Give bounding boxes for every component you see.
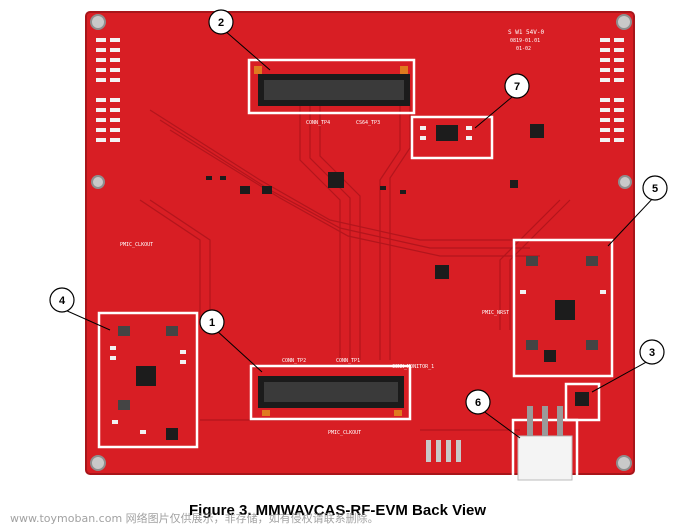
mounting-holes: [90, 14, 632, 471]
small-ic-highlight: [564, 382, 601, 422]
pin-header: [426, 440, 461, 462]
top-connector-highlight: [247, 58, 416, 115]
callout-1: 1: [199, 309, 225, 335]
left-component-column: [96, 38, 120, 142]
svg-text:2: 2: [218, 17, 224, 29]
ic-block-highlight: [410, 115, 494, 160]
callout-2: 2: [208, 9, 234, 35]
callout-5: 5: [642, 175, 668, 201]
silk-cs64-tp3: CS64_TP3: [356, 120, 380, 126]
right-pmic-highlight: [512, 238, 614, 378]
silk-conn-tp4: CONN_TP4: [306, 120, 330, 126]
silk-pmic-left: PMIC_CLKOUT: [120, 242, 153, 248]
board-date: 0819-01.01: [510, 38, 540, 44]
silk-pmic-mid: PMIC_NRST: [482, 310, 509, 316]
left-pmic-highlight: [97, 311, 199, 449]
callout-7: 7: [504, 73, 530, 99]
svg-text:3: 3: [649, 347, 655, 359]
silk-conn-monitor: CONN_MONITOR_1: [392, 364, 434, 370]
board-rev: 01-02: [516, 46, 531, 52]
callout-3: 3: [639, 339, 665, 365]
silk-conn-tp1: CONN_TP1: [336, 358, 360, 364]
silk-conn-tp2: CONN_TP2: [282, 358, 306, 364]
callout-6: 6: [465, 389, 491, 415]
right-component-column: [600, 38, 624, 142]
svg-text:7: 7: [514, 81, 520, 93]
callout-4: 4: [49, 287, 75, 313]
svg-text:6: 6: [475, 397, 481, 409]
scattered-ics: [206, 124, 544, 279]
svg-text:5: 5: [652, 183, 658, 195]
pcb-traces: [139, 90, 571, 431]
watermark: www.toymoban.com 网络图片仅供展示，非存储，如有侵权请联系删除。: [10, 512, 379, 525]
right-pmic-components: [520, 256, 606, 362]
bottom-connector-highlight: [249, 364, 412, 421]
svg-text:4: 4: [59, 295, 66, 307]
power-connector: [517, 435, 573, 481]
silk-pmic-right: PMIC_CLKOUT: [328, 430, 361, 436]
board-version: S W1 54V-0: [508, 29, 545, 36]
svg-text:1: 1: [209, 317, 215, 329]
figure-caption: Figure 3. MMWAVCAS-RF-EVM Back View: [189, 502, 486, 519]
left-pmic-components: [110, 326, 186, 440]
